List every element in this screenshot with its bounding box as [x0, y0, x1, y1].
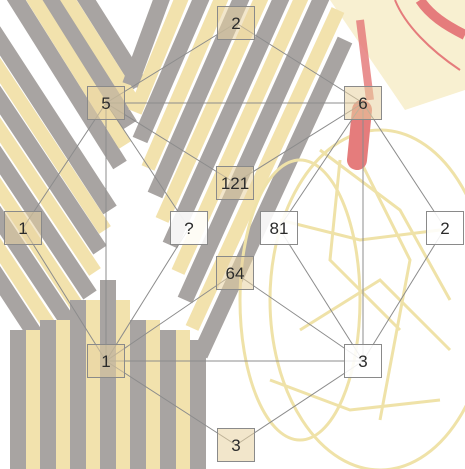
node-center-right: 81 — [260, 211, 298, 245]
node-upper-right: 6 — [344, 86, 382, 120]
node-center-upper: 121 — [216, 166, 254, 200]
edge-upper-right-right — [363, 103, 445, 228]
edge-center-right-lower-right — [279, 228, 363, 361]
edge-upper-left-left — [23, 103, 106, 228]
node-question: ? — [170, 211, 208, 245]
node-upper-left: 5 — [87, 86, 125, 120]
edge-left-lower-left — [23, 228, 106, 361]
edge-upper-left-question — [106, 103, 189, 228]
edge-upper-right-center-right — [279, 103, 363, 228]
node-center-lower: 64 — [216, 256, 254, 290]
node-top: 2 — [217, 6, 255, 40]
node-lower-right: 3 — [344, 344, 382, 378]
edge-right-lower-right — [363, 228, 445, 361]
edge-question-lower-left — [106, 228, 189, 361]
node-right: 2 — [426, 211, 464, 245]
node-lower-left: 1 — [87, 344, 125, 378]
node-bottom: 3 — [217, 428, 255, 462]
node-left: 1 — [4, 211, 42, 245]
